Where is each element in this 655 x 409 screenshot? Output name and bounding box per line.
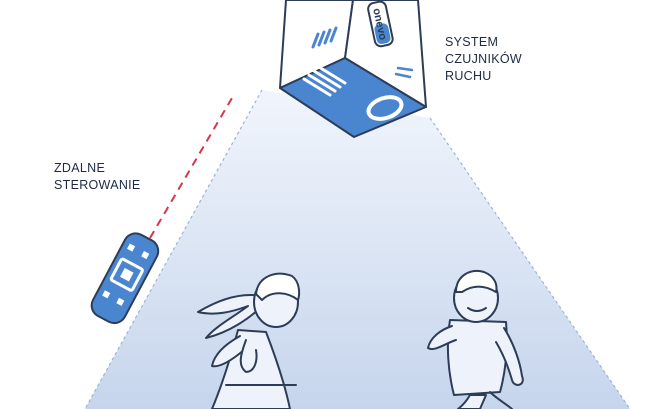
brand-logo: onevo (367, 0, 394, 48)
motion-sensor-projector-icon: onevo (279, 0, 427, 138)
remote-label-line-2: STEROWANIE (54, 178, 141, 192)
sensors-label-line-1: SYSTEM (445, 35, 499, 49)
motion-sensors-label: SYSTEM CZUJNIKÓW RUCHU (445, 34, 522, 85)
projection-beam (84, 89, 631, 409)
remote-control-icon (90, 232, 160, 325)
remote-control-label: ZDALNE STEROWANIE (54, 160, 141, 194)
girl-figure (197, 272, 301, 409)
sensors-label-line-3: RUCHU (445, 69, 492, 83)
boy-figure (427, 270, 524, 409)
sensors-label-line-2: CZUJNIKÓW (445, 52, 522, 66)
remote-label-line-1: ZDALNE (54, 161, 106, 175)
